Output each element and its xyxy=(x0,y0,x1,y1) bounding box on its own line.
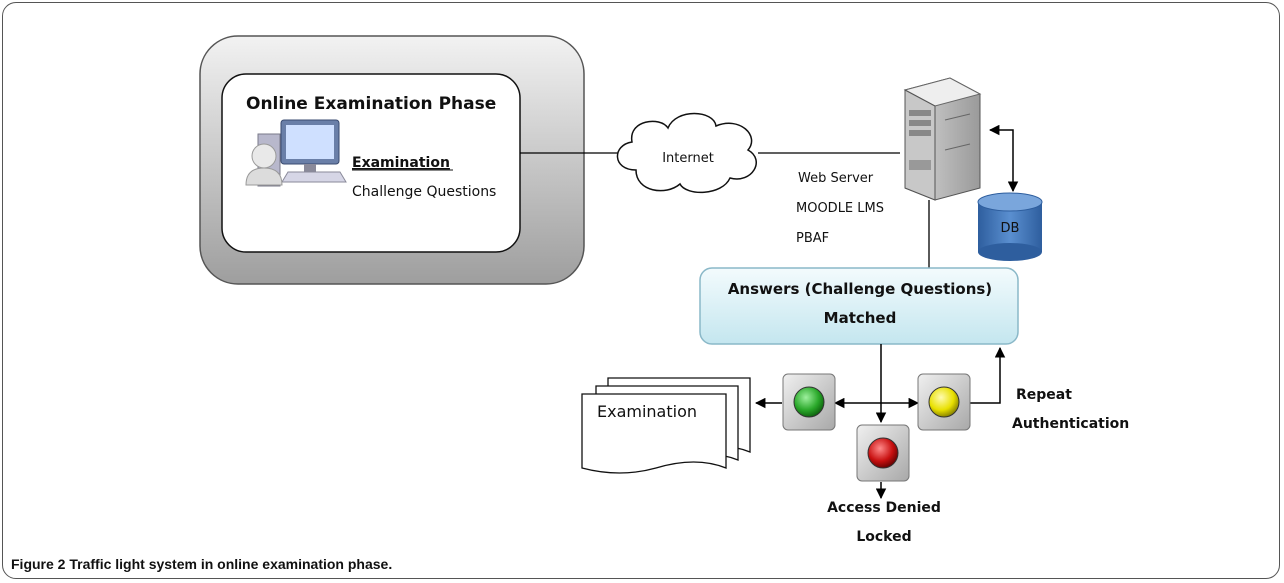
phase-box: Online Examination Phase Examination Cha… xyxy=(199,35,585,285)
internet-cloud: Internet xyxy=(616,112,757,194)
phase-title: Online Examination Phase xyxy=(246,94,496,114)
server-label-3: PBAF xyxy=(796,231,829,246)
repeat-arrow xyxy=(969,346,1006,404)
document-stack-icon: Examination xyxy=(581,377,751,474)
yellow-light-icon[interactable] xyxy=(917,373,971,431)
document-label: Examination xyxy=(597,402,697,421)
caption-label: Figure 2 xyxy=(11,556,66,572)
user-computer-icon xyxy=(245,119,347,187)
denied-label-1: Access Denied xyxy=(827,500,941,516)
phase-subtitle: Challenge Questions xyxy=(352,184,496,200)
repeat-label-1: Repeat xyxy=(1016,387,1072,403)
server-db-connector xyxy=(988,124,1019,193)
db-label: DB xyxy=(1001,221,1020,236)
database-icon: DB xyxy=(977,192,1043,261)
answers-line-2: Matched xyxy=(824,309,897,327)
cloud-label: Internet xyxy=(662,151,714,166)
examination-link[interactable]: Examination xyxy=(352,155,450,171)
caption-text: Traffic light system in online examinati… xyxy=(69,556,393,572)
figure-caption: Figure 2 Traffic light system in online … xyxy=(11,556,392,572)
green-light-icon[interactable] xyxy=(782,373,836,431)
denied-label-2: Locked xyxy=(856,529,911,545)
answers-line-1: Answers (Challenge Questions) xyxy=(728,280,992,298)
red-light-icon[interactable] xyxy=(856,424,910,482)
answers-box: Answers (Challenge Questions) Matched xyxy=(699,267,1019,345)
server-label-2: MOODLE LMS xyxy=(796,201,884,216)
server-icon xyxy=(903,77,982,201)
repeat-label-2: Authentication xyxy=(1012,416,1129,432)
server-label-1: Web Server xyxy=(798,171,874,186)
